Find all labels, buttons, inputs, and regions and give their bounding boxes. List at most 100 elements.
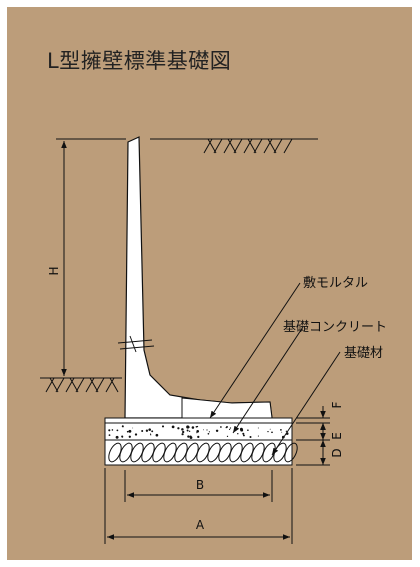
gravel-stone (152, 442, 166, 463)
dimension-a-label: A (196, 518, 205, 532)
gravel-stone (240, 442, 254, 463)
gravel-stone (207, 442, 221, 463)
gravel-stone (108, 442, 122, 463)
aggregate-dot (285, 430, 288, 432)
aggregate-dot (187, 435, 190, 438)
aggregate-dot (257, 435, 259, 437)
dimension-d-label: D (330, 448, 344, 457)
gravel-stone (251, 442, 265, 463)
gravel-stone (163, 442, 177, 463)
lower-ground-line (40, 377, 122, 393)
aggregate-dot (229, 427, 232, 429)
aggregate-dot (126, 430, 129, 433)
label-base-material: 基礎材 (344, 346, 383, 361)
aggregate-dot (177, 427, 180, 430)
dimension-h (56, 138, 126, 376)
aggregate-dot (197, 435, 200, 439)
upper-ground-line (150, 138, 318, 154)
aggregate-dot (186, 429, 189, 432)
gravel-stone (185, 442, 199, 463)
aggregate-dot (271, 431, 273, 434)
aggregate-dot (207, 432, 210, 435)
aggregate-dot (121, 436, 124, 438)
dimension-b (124, 470, 273, 502)
gravel-stone (218, 442, 232, 463)
aggregate-dot (122, 426, 124, 428)
aggregate-dot (225, 426, 227, 429)
aggregate-dot (128, 435, 131, 438)
aggregate-dot (286, 433, 288, 435)
aggregate-dot (188, 430, 191, 432)
aggregate-dot (151, 430, 154, 433)
aggregate-dot (220, 426, 222, 428)
aggregate-dot (186, 425, 190, 429)
gravel-stone (130, 442, 144, 463)
gravel-stone (196, 442, 210, 463)
gravel-stone (229, 442, 243, 463)
aggregate-dot (181, 428, 184, 431)
aggregate-dot (281, 431, 283, 433)
aggregate-dot (148, 428, 151, 431)
label-mortar: 敷モルタル (303, 276, 368, 291)
aggregate-dot (242, 432, 245, 435)
mortar-layer (104, 417, 293, 424)
diagram-panel (7, 7, 412, 560)
aggregate-dot (229, 428, 231, 430)
aggregate-dot (189, 426, 190, 428)
aggregate-dot (191, 426, 195, 429)
aggregate-dot (242, 434, 245, 437)
aggregate-dot (237, 433, 239, 435)
aggregate-dot (196, 429, 200, 433)
gravel-stone (174, 442, 188, 463)
aggregate-dot (247, 429, 249, 431)
aggregate-dot (269, 428, 271, 430)
aggregate-dot (128, 429, 132, 433)
dimension-def (296, 406, 330, 466)
aggregate-dot (161, 425, 165, 428)
gravel-pattern (108, 442, 298, 463)
aggregate-dot (267, 430, 269, 433)
aggregate-dot (182, 430, 185, 434)
aggregate-dot (155, 433, 159, 437)
heel-slab (181, 397, 273, 419)
aggregate-dot (132, 427, 134, 429)
gravel-stone (141, 442, 155, 463)
aggregate-dot (181, 433, 184, 436)
wall-joint-mark (117, 335, 155, 353)
dimension-h-label: H (47, 266, 61, 275)
dimension-b-label: B (196, 478, 204, 492)
aggregate-dot (141, 429, 144, 433)
aggregate-dot (111, 429, 114, 431)
aggregate-dot (171, 425, 175, 429)
l-shaped-wall (124, 136, 273, 419)
aggregate-dot (215, 429, 219, 433)
aggregate-dot (150, 434, 152, 436)
concrete-aggregate-pattern (108, 425, 289, 439)
aggregate-dot (108, 429, 111, 432)
aggregate-dot (203, 429, 204, 431)
gravel-stone (284, 442, 298, 463)
leader-lines (209, 282, 341, 456)
dimension-e-label: E (330, 432, 344, 440)
aggregate-dot (108, 434, 111, 436)
aggregate-dot (189, 436, 193, 439)
aggregate-dot (240, 428, 244, 432)
aggregate-dot (249, 436, 252, 438)
aggregate-dot (257, 427, 259, 429)
aggregate-dot (226, 435, 229, 438)
diagram-title: L型擁壁標準基礎図 (47, 49, 232, 73)
aggregate-dot (145, 429, 149, 432)
aggregate-dot (115, 435, 119, 439)
aggregate-dot (280, 429, 282, 431)
aggregate-dot (195, 426, 198, 428)
dimension-a (104, 468, 293, 544)
aggregate-dot (206, 429, 208, 431)
label-base-concrete: 基礎コンクリート (283, 320, 387, 335)
dimension-f-label: F (330, 401, 344, 408)
aggregate-dot (134, 433, 138, 436)
aggregate-dot (208, 431, 210, 433)
aggregate-dot (116, 429, 119, 432)
gravel-stone (119, 442, 133, 463)
